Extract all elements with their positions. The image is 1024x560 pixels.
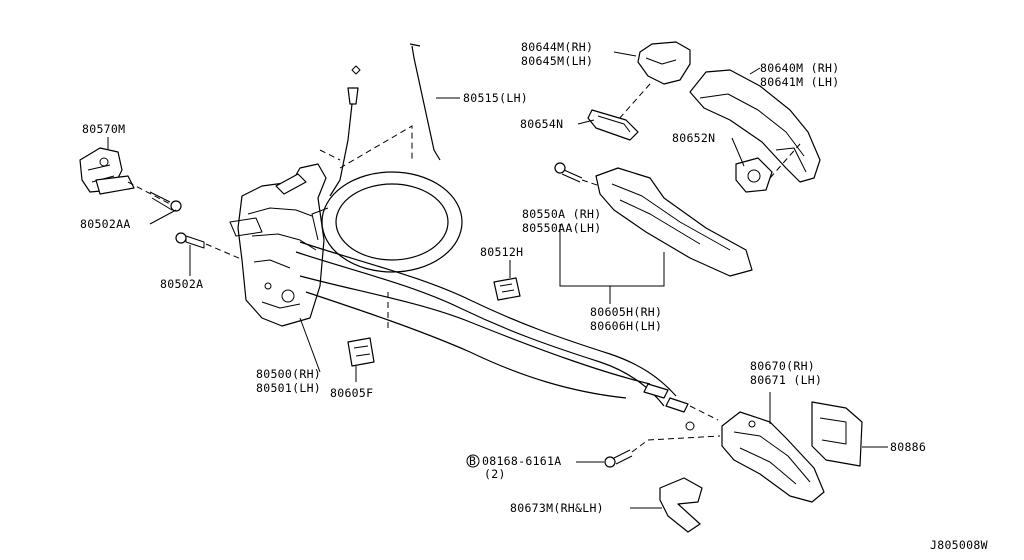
handle-cover-part <box>637 41 691 85</box>
escutcheon-80673m <box>659 477 703 533</box>
label-80512h: 80512H <box>480 245 523 259</box>
label-80550aa-lh: 80550AA(LH) <box>522 221 601 235</box>
label-80652n: 80652N <box>672 131 715 145</box>
callout-b-badge: B <box>466 454 480 468</box>
dash-cover <box>617 83 651 121</box>
gasket-80654n <box>587 109 639 141</box>
handle-bracket-part <box>595 167 753 277</box>
dash-bolt-handle <box>631 435 721 453</box>
screw-80502aa <box>149 191 182 212</box>
label-80640m-rh: 80640M (RH) <box>760 61 839 75</box>
callout-b-letter: B <box>469 454 476 468</box>
label-80570m: 80570M <box>82 122 125 136</box>
pad-80886 <box>811 401 863 467</box>
cable-loop <box>311 171 463 273</box>
dash-lock-rod <box>319 149 341 161</box>
label-80673m: 80673M(RH&LH) <box>510 501 604 515</box>
lock-cable-top <box>329 65 361 197</box>
label-80550a-rh: 80550A (RH) <box>522 207 601 221</box>
gasket-80652n <box>735 157 773 193</box>
dash-bolt <box>581 179 601 187</box>
dash-screw-lock <box>205 243 249 263</box>
label-80502aa: 80502AA <box>80 217 131 231</box>
screw-80502a <box>175 232 205 249</box>
label-80605f: 80605F <box>330 386 373 400</box>
striker-part <box>79 147 135 195</box>
dash-striker-screw <box>127 181 171 205</box>
label-80654n: 80654N <box>520 117 563 131</box>
label-80501-lh: 80501(LH) <box>256 381 321 395</box>
diagram-id: J805008W <box>930 538 988 552</box>
leader-lines <box>107 51 888 509</box>
rod-tip <box>409 43 421 47</box>
door-lock-actuator-part <box>229 163 327 327</box>
label-80605h-rh: 80605H(RH) <box>590 305 662 319</box>
clip-80605f <box>347 337 375 367</box>
remote-cables <box>295 241 695 431</box>
label-80500-rh: 80500(RH) <box>256 367 321 381</box>
outside-handle-part <box>689 69 821 183</box>
label-80886: 80886 <box>890 440 926 454</box>
label-80644m-rh: 80644M(RH) <box>521 40 593 54</box>
label-80641m-lh: 80641M (LH) <box>760 75 839 89</box>
dash-cable-handle <box>689 405 719 421</box>
label-80671-lh: 80671 (LH) <box>750 373 822 387</box>
label-08168-6161a: 08168-6161A <box>482 454 561 468</box>
label-80606h-lh: 80606H(LH) <box>590 319 662 333</box>
label-80645m-lh: 80645M(LH) <box>521 54 593 68</box>
dash-gasket <box>769 143 801 179</box>
dash-rod-guide <box>339 125 413 169</box>
inside-handle-part <box>721 411 825 503</box>
label-08168-qty: (2) <box>484 467 506 481</box>
label-80670-rh: 80670(RH) <box>750 359 815 373</box>
rod-80515 <box>411 45 441 161</box>
clip-80512h <box>493 277 521 301</box>
bolt-08168 <box>604 449 633 468</box>
label-80515-lh: 80515(LH) <box>463 91 528 105</box>
label-80502a: 80502A <box>160 277 203 291</box>
bolt-80550a <box>554 162 583 183</box>
